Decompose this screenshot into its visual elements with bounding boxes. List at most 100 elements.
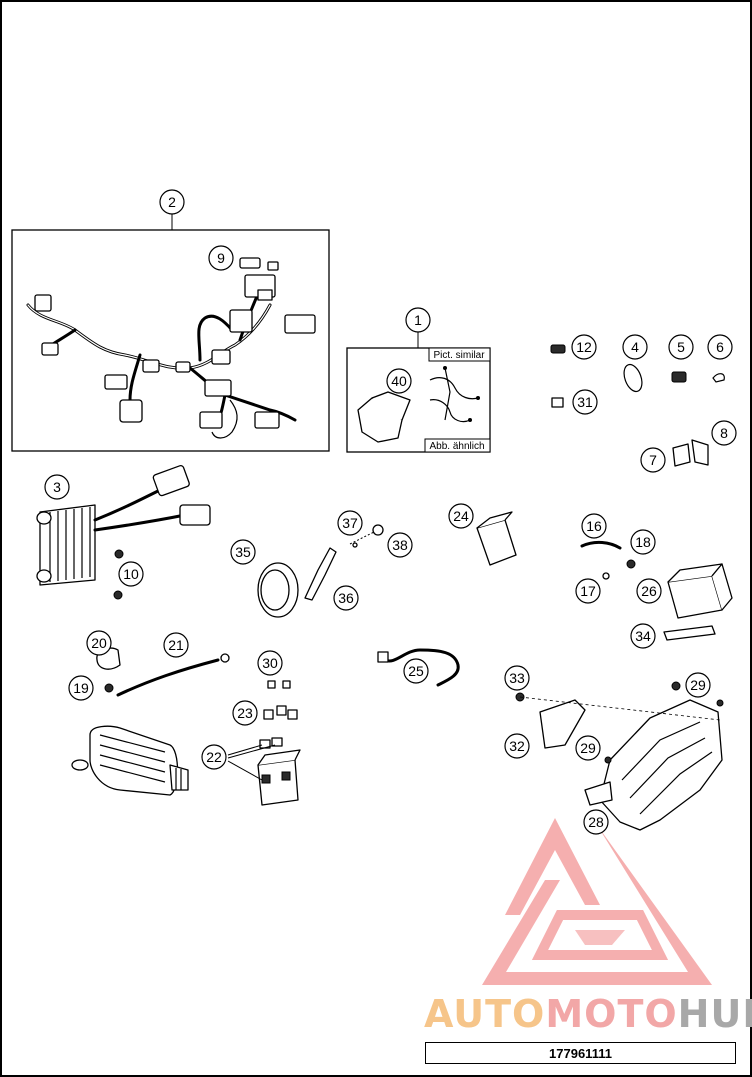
fuses-23: [263, 705, 298, 720]
starter-motor: [71, 725, 189, 796]
callout-31: 31: [572, 389, 598, 415]
svg-text:22: 22: [206, 749, 222, 765]
connector-5: [671, 371, 687, 383]
svg-text:36: 36: [338, 590, 354, 606]
horn: [257, 524, 384, 618]
callout-35: 35: [230, 539, 256, 565]
callout-28: 28: [583, 809, 609, 835]
callout-22: 22: [201, 744, 227, 770]
svg-text:26: 26: [641, 583, 657, 599]
battery-cable-16: [580, 540, 622, 550]
callout-19: 19: [68, 675, 94, 701]
cable-tie-4: [623, 363, 643, 393]
wiring-harness-frame: [11, 229, 330, 452]
nut-19: [104, 683, 114, 693]
watermark-part-moto: MOTO: [545, 992, 678, 1036]
svg-text:32: 32: [509, 738, 525, 754]
svg-text:3: 3: [53, 479, 61, 495]
callout-16: 16: [581, 513, 607, 539]
svg-text:21: 21: [168, 637, 184, 653]
callout-33: 33: [504, 665, 530, 691]
callout-9: 9: [208, 245, 234, 271]
svg-text:6: 6: [716, 339, 724, 355]
screw-10-a: [114, 549, 124, 559]
svg-text:19: 19: [73, 680, 89, 696]
svg-text:33: 33: [509, 670, 525, 686]
callout-10: 10: [118, 561, 144, 587]
svg-text:16: 16: [586, 518, 602, 534]
callout-38: 38: [387, 532, 413, 558]
note-abb-aehnlich: Abb. ähnlich: [429, 441, 484, 452]
callout-4: 4: [622, 334, 648, 360]
callout-21: 21: [163, 632, 189, 658]
svg-text:10: 10: [123, 566, 139, 582]
screw-10-b: [113, 590, 123, 600]
callout-23: 23: [232, 700, 258, 726]
svg-text:8: 8: [720, 425, 728, 441]
screw-29c: [604, 756, 612, 764]
callout-29-b: 29: [575, 735, 601, 761]
callout-26: 26: [636, 578, 662, 604]
fuse-12: [550, 344, 566, 354]
washer-17: [602, 572, 610, 580]
voltage-regulator: [36, 464, 211, 586]
fuse-31: [551, 397, 564, 408]
screw-29b: [716, 699, 724, 707]
svg-text:24: 24: [453, 508, 469, 524]
callout-25: 25: [403, 658, 429, 684]
svg-text:1: 1: [414, 312, 422, 328]
svg-text:20: 20: [91, 635, 107, 651]
svg-text:5: 5: [677, 339, 685, 355]
callout-29-a: 29: [685, 672, 711, 698]
screw-29a: [671, 681, 681, 691]
svg-text:30: 30: [262, 655, 278, 671]
callout-8: 8: [711, 420, 737, 446]
callout-18: 18: [630, 529, 656, 555]
wiring-harness-group: [11, 214, 330, 452]
control-unit: [476, 511, 517, 566]
callout-24: 24: [448, 503, 474, 529]
svg-text:25: 25: [408, 663, 424, 679]
note-pict-similar: Pict. similar: [433, 350, 485, 361]
svg-text:4: 4: [631, 339, 639, 355]
svg-text:35: 35: [235, 544, 251, 560]
svg-text:17: 17: [580, 583, 596, 599]
callout-5: 5: [668, 334, 694, 360]
callout-2: 2: [159, 189, 185, 215]
cable-25: [377, 648, 460, 687]
harness-similar-group: Pict. similar Abb. ähnlich: [346, 332, 491, 453]
callout-6: 6: [707, 334, 733, 360]
screw-18: [626, 559, 636, 569]
svg-text:38: 38: [392, 537, 408, 553]
watermark-logo: [482, 818, 712, 985]
ground-cable-21: [116, 653, 230, 697]
watermark-part-hub: HUB: [677, 992, 752, 1036]
watermark-part-auto: AUTO: [424, 992, 546, 1036]
battery-26: [667, 563, 733, 619]
relay-7: [672, 443, 691, 467]
svg-text:37: 37: [342, 515, 358, 531]
svg-text:29: 29: [690, 677, 706, 693]
battery-holder-28: [584, 699, 723, 831]
watermark-wordmark: AUTOMOTOHUB: [424, 992, 752, 1036]
svg-text:7: 7: [649, 452, 657, 468]
callout-34: 34: [630, 623, 656, 649]
fuse-30: [267, 680, 291, 689]
callout-7: 7: [640, 447, 666, 473]
callout-32: 32: [504, 733, 530, 759]
callout-20: 20: [86, 630, 112, 656]
callout-3: 3: [44, 474, 70, 500]
svg-text:18: 18: [635, 534, 651, 550]
holder-8: [691, 439, 709, 466]
callout-17: 17: [575, 578, 601, 604]
clip-6: [712, 373, 725, 383]
callout-40: 40: [386, 368, 412, 394]
callout-30: 30: [257, 650, 283, 676]
wiring-harness-drawing: [26, 257, 316, 439]
svg-text:31: 31: [577, 394, 593, 410]
svg-text:29: 29: [580, 740, 596, 756]
callout-37: 37: [337, 510, 363, 536]
callout-12: 12: [571, 334, 597, 360]
